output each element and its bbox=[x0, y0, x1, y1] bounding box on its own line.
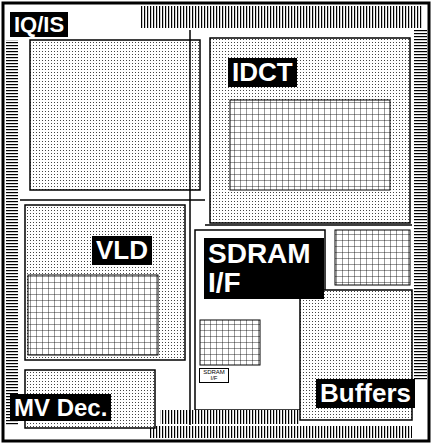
small-block-label: SDRAM I/F bbox=[199, 368, 229, 383]
block-label: MV Dec. bbox=[10, 394, 111, 421]
block-label: IQ/IS bbox=[10, 12, 68, 37]
idct-block bbox=[210, 38, 410, 223]
sdram-if-array bbox=[200, 320, 260, 365]
vld-block bbox=[25, 205, 185, 360]
block-label: VLD bbox=[92, 236, 152, 265]
pad-row bbox=[140, 6, 422, 28]
pad-column bbox=[6, 40, 18, 425]
block-label: SDRAM I/F bbox=[204, 238, 324, 299]
routing bbox=[20, 30, 412, 425]
buffer-array bbox=[335, 230, 410, 285]
pad-column bbox=[414, 30, 427, 380]
bus bbox=[160, 410, 300, 424]
vld-array bbox=[28, 275, 158, 355]
block-label: Buffers bbox=[316, 379, 415, 408]
block-label: IDCT bbox=[228, 58, 297, 87]
die-outline bbox=[3, 3, 429, 441]
idct-array bbox=[230, 100, 390, 190]
iq-block bbox=[30, 40, 200, 190]
pad-row bbox=[150, 426, 412, 438]
